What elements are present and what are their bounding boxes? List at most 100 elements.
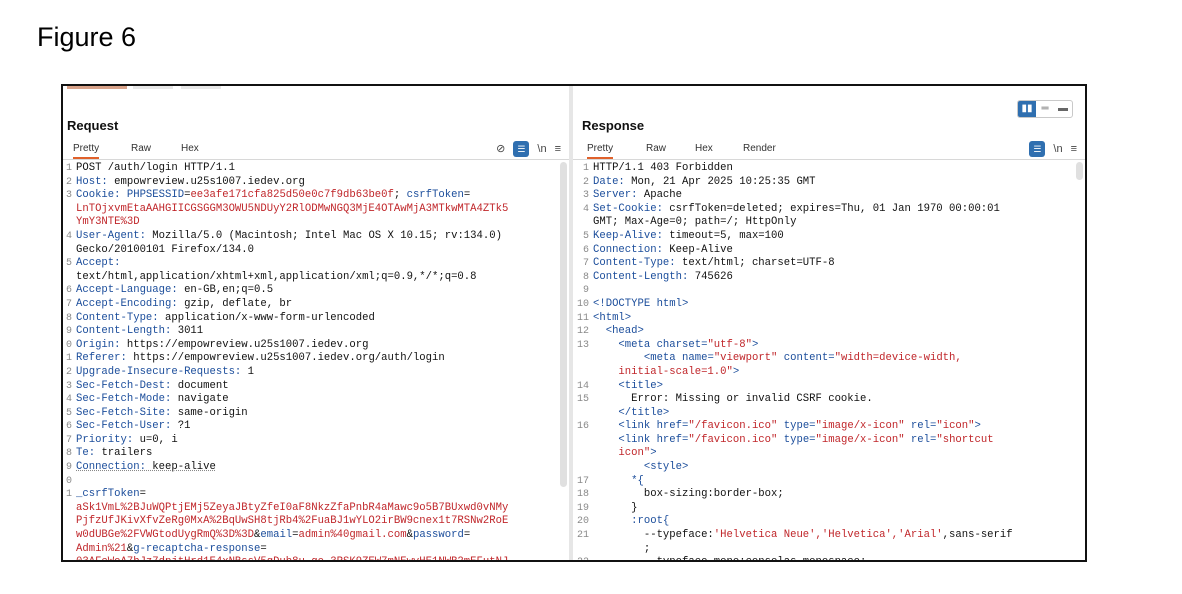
code-line: 17 *{ (573, 475, 1073, 489)
line-text: Priority: u=0, i (76, 434, 557, 448)
line-number: 6 (65, 285, 72, 297)
line-text: --typeface-mono:consolas,monospace; (593, 556, 1073, 560)
line-number: 5 (65, 258, 72, 270)
code-line: 1_csrfToken= (63, 488, 557, 502)
line-text: Accept-Language: en-GB,en;q=0.5 (76, 284, 557, 298)
code-token: PjfzUfJKivXfvZeRg0MxA%2BqUwSH8tjRb4%2Fua… (76, 515, 509, 528)
code-line: text/html,application/xhtml+xml,applicat… (63, 271, 557, 285)
split-vertical-icon[interactable]: ═ (1041, 103, 1049, 114)
code-token: timeout=5, max=100 (669, 229, 784, 242)
line-number: 9 (582, 285, 589, 297)
newline-icon[interactable]: \n (1053, 143, 1063, 155)
eye-off-icon[interactable]: ⊘ (496, 143, 506, 155)
code-line: w0dUBGe%2FVWGtodUygRmQ%3D%3D&email=admin… (63, 529, 557, 543)
pane-divider[interactable] (569, 86, 573, 560)
code-line: 14 <title> (573, 380, 1073, 394)
code-token: Keep-Alive: (593, 229, 670, 242)
top-tab[interactable] (181, 86, 221, 89)
line-text: <html> (593, 312, 1073, 326)
tab-pretty[interactable]: Pretty (73, 141, 100, 159)
code-line: PjfzUfJKivXfvZeRg0MxA%2BqUwSH8tjRb4%2Fua… (63, 515, 557, 529)
code-token: csrfToken (406, 189, 464, 202)
line-text: Accept: (76, 257, 557, 271)
line-number (573, 434, 593, 448)
code-token: Content-Length: (76, 325, 178, 338)
tab-render[interactable]: Render (743, 143, 776, 154)
line-text: <head> (593, 325, 1073, 339)
tab-pretty[interactable]: Pretty (587, 141, 614, 159)
code-token: & (406, 529, 413, 542)
code-token: <style> (593, 461, 689, 474)
code-token: w0dUBGe%2FVWGtodUygRmQ%3D%3D (76, 529, 255, 542)
line-number: 3 (65, 190, 72, 202)
code-token: box-sizing:border-box; (593, 488, 784, 501)
line-text: w0dUBGe%2FVWGtodUygRmQ%3D%3D&email=admin… (76, 529, 557, 543)
response-scrollbar[interactable] (1076, 162, 1083, 180)
wrap-lines-icon[interactable]: ☰ (513, 141, 530, 157)
code-token: Sec-Fetch-Site: (76, 406, 178, 419)
code-token: initial-scale=1.0" (593, 365, 733, 378)
line-text: <title> (593, 380, 1073, 394)
line-text: Server: Apache (593, 189, 1073, 203)
code-token: ,sans-serif (942, 529, 1013, 542)
tab-raw[interactable]: Raw (646, 143, 667, 154)
line-text: Sec-Fetch-Mode: navigate (76, 393, 557, 407)
code-line: 15 Error: Missing or invalid CSRF cookie… (573, 393, 1073, 407)
line-number: 16 (576, 421, 589, 433)
menu-icon[interactable]: ≡ (1070, 143, 1077, 155)
line-text: ; (593, 543, 1073, 557)
code-token: 03AFcWeA7bJz7dpjtHrd1E4xNBssV5gDub8u_ge_… (76, 556, 508, 560)
line-number (63, 244, 76, 258)
code-line: 03AFcWeA7bJz7dpjtHrd1E4xNBssV5gDub8u_ge_… (63, 556, 557, 560)
code-token: = (184, 189, 191, 202)
line-text: box-sizing:border-box; (593, 488, 1073, 502)
wrap-lines-icon[interactable]: ☰ (1029, 141, 1046, 157)
line-text: } (593, 502, 1073, 516)
line-number: 9 (65, 326, 72, 338)
tab-hex[interactable]: Hex (181, 143, 199, 154)
menu-icon[interactable]: ≡ (554, 143, 561, 155)
line-number: 11 (576, 312, 589, 324)
layout-toggle: ▮▮ ═ ▬ (1017, 100, 1073, 118)
code-line: 21 --typeface:'Helvetica Neue','Helvetic… (573, 529, 1073, 543)
split-horizontal-icon[interactable]: ▮▮ (1018, 101, 1036, 117)
newline-icon[interactable]: \n (537, 143, 547, 155)
code-token: text/html,application/xhtml+xml,applicat… (76, 270, 477, 283)
code-token: HTTP/1.1 403 Forbidden (593, 162, 733, 174)
line-text: YmY3NTE%3D (76, 216, 557, 230)
code-token: "image/x-icon" (815, 433, 905, 446)
code-token: "icon" (936, 420, 975, 433)
code-token: Mozilla/5.0 (Macintosh; Intel Mac OS X 1… (152, 229, 502, 242)
code-token: _csrfToken (76, 488, 140, 501)
request-scrollbar[interactable] (560, 162, 567, 487)
code-token: = (260, 542, 267, 555)
top-tab[interactable] (133, 86, 173, 89)
code-token: rel= (904, 433, 937, 446)
line-text: Admin%21&g-recaptcha-response= (76, 543, 557, 557)
line-text: Referer: https://empowreview.u25s1007.ie… (76, 352, 557, 366)
code-line: </title> (573, 407, 1073, 421)
code-token: Date: (593, 175, 632, 188)
code-token: Upgrade-Insecure-Requests: (76, 365, 248, 378)
code-line: 10<!DOCTYPE html> (573, 298, 1073, 312)
code-token: aSk1VmL%2BJuWQPtjEMj5ZeyaJBtyZfeI0aF8Nkz… (76, 501, 509, 514)
tab-hex[interactable]: Hex (695, 143, 713, 154)
line-number (573, 216, 593, 230)
line-text: aSk1VmL%2BJuWQPtjEMj5ZeyaJBtyZfeI0aF8Nkz… (76, 502, 557, 516)
line-text: Cookie: PHPSESSID=ee3afe171cfa825d50e0c7… (76, 189, 557, 203)
code-token: Admin%21 (76, 542, 127, 555)
line-text: <!DOCTYPE html> (593, 298, 1073, 312)
code-token: Apache (643, 189, 683, 202)
tab-raw[interactable]: Raw (131, 143, 152, 154)
single-pane-icon[interactable]: ▬ (1058, 103, 1068, 114)
